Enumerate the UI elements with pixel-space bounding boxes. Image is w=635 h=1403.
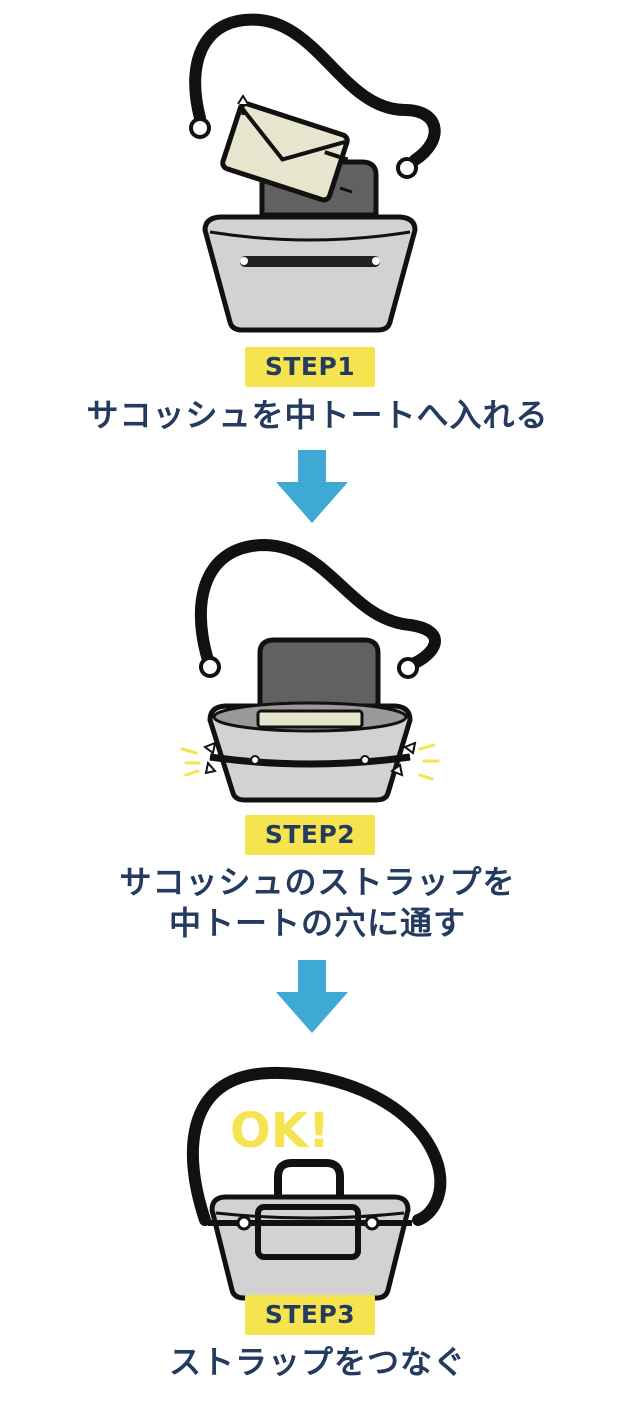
down-arrow-icon (272, 450, 352, 525)
step1-caption-line-1: サコッシュを中トートへ入れる (0, 395, 635, 436)
step3-caption: ストラップをつなぐ (0, 1342, 635, 1383)
step3-outer-bag (208, 1197, 412, 1298)
step1-outer-bag (205, 217, 415, 330)
step2-outer-bag (205, 703, 415, 800)
step2-caption: サコッシュのストラップを 中トートの穴に通す (0, 862, 635, 944)
step2-badge: STEP2 (245, 815, 375, 855)
down-arrow-icon (272, 960, 352, 1035)
step2-caption-line-1: サコッシュのストラップを (0, 862, 635, 903)
step3-badge: STEP3 (245, 1295, 375, 1335)
step1-illustration (0, 0, 635, 340)
step1-badge: STEP1 (245, 347, 375, 387)
step3-illustration: OK! (0, 1055, 635, 1305)
step1-caption: サコッシュを中トートへ入れる (0, 395, 635, 436)
step1-pouch (221, 102, 354, 203)
step2-illustration (0, 535, 635, 810)
ok-text: OK! (230, 1103, 330, 1159)
step3-caption-line-1: ストラップをつなぐ (0, 1342, 635, 1383)
step2-caption-line-2: 中トートの穴に通す (0, 903, 635, 944)
step2-inner-tote (260, 640, 378, 710)
